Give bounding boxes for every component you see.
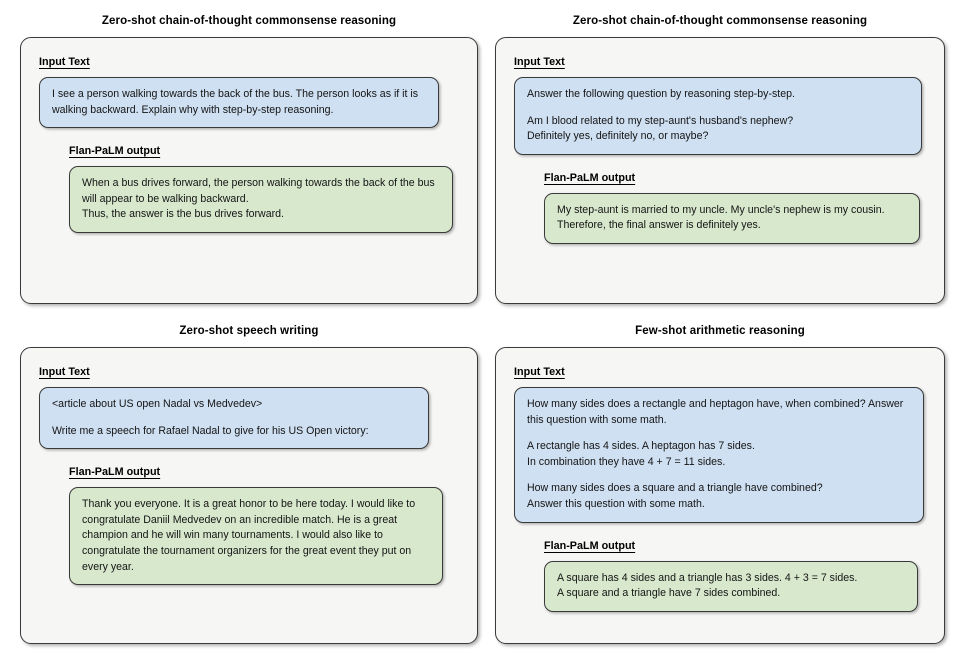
input-paragraph: <article about US open Nadal vs Medvedev… (52, 398, 263, 410)
panel-title: Zero-shot speech writing (179, 325, 319, 337)
input-text-bubble: Answer the following question by reasoni… (514, 77, 922, 155)
input-paragraph: I see a person walking towards the back … (52, 88, 419, 116)
input-text-label: Input Text (514, 56, 565, 68)
input-text-label: Input Text (39, 366, 90, 378)
panel-title: Few-shot arithmetic reasoning (635, 325, 805, 337)
example-card: Input Text <article about US open Nadal … (20, 347, 478, 644)
input-text-bubble: How many sides does a rectangle and hept… (514, 387, 924, 523)
input-text-bubble: <article about US open Nadal vs Medvedev… (39, 387, 429, 450)
example-card: Input Text I see a person walking toward… (20, 37, 478, 304)
panel-title: Zero-shot chain-of-thought commonsense r… (101, 15, 397, 27)
output-paragraph: My step-aunt is married to my uncle. My … (557, 203, 885, 232)
output-text-bubble: My step-aunt is married to my uncle. My … (544, 192, 920, 244)
output-paragraph: A square has 4 sides and a triangle has … (557, 571, 858, 600)
output-paragraph: Thank you everyone. It is a great honor … (82, 498, 416, 573)
input-paragraph: Answer the following question by reasoni… (527, 88, 795, 100)
example-panel-few-shot-arithmetic-reasoning: Few-shot arithmetic reasoning Input Text… (495, 324, 945, 644)
output-text-bubble: When a bus drives forward, the person wa… (69, 166, 453, 233)
flan-palm-output-label: Flan-PaLM output (69, 145, 161, 158)
example-card: Input Text Answer the following question… (495, 37, 945, 304)
input-paragraph: Am I blood related to my step-aunt's hus… (527, 114, 794, 143)
flan-palm-output-label: Flan-PaLM output (69, 466, 161, 479)
input-text-bubble: I see a person walking towards the back … (39, 77, 439, 129)
output-paragraph: When a bus drives forward, the person wa… (82, 177, 435, 221)
example-card: Input Text How many sides does a rectang… (495, 347, 945, 644)
flan-palm-output-label: Flan-PaLM output (544, 171, 636, 184)
example-panel-zero-shot-speech-writing: Zero-shot speech writing Input Text <art… (20, 324, 478, 644)
panel-title: Zero-shot chain-of-thought commonsense r… (572, 15, 868, 27)
output-text-bubble: A square has 4 sides and a triangle has … (544, 560, 918, 612)
input-paragraph: How many sides does a rectangle and hept… (527, 398, 904, 426)
input-paragraph: A rectangle has 4 sides. A heptagon has … (527, 440, 755, 468)
input-text-label: Input Text (514, 366, 565, 378)
flan-palm-output-label: Flan-PaLM output (544, 539, 636, 552)
input-paragraph: How many sides does a square and a trian… (527, 482, 823, 510)
input-paragraph: Write me a speech for Rafael Nadal to gi… (52, 424, 369, 437)
example-panel-zero-shot-cot-commonsense-stepaunt: Zero-shot chain-of-thought commonsense r… (495, 14, 945, 304)
output-text-bubble: Thank you everyone. It is a great honor … (69, 487, 443, 586)
input-text-label: Input Text (39, 56, 90, 68)
example-panel-zero-shot-cot-commonsense-bus: Zero-shot chain-of-thought commonsense r… (20, 14, 478, 304)
